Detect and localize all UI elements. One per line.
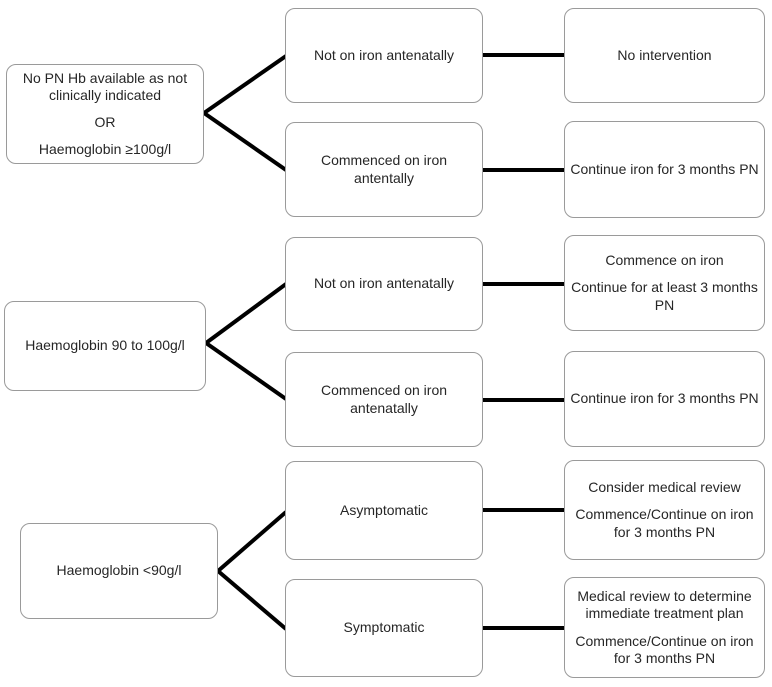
connector-line (202, 54, 288, 115)
node-branch-symptomatic: Symptomatic (285, 579, 483, 677)
connector-line (216, 569, 288, 631)
node-branch-not-on-iron-a: Not on iron antenatally (285, 8, 483, 103)
node-line: Commenced on iron antenatally (320, 382, 448, 416)
node-outcome-consider-review: Consider medical review Commence/Continu… (564, 460, 765, 560)
connector-line (204, 341, 288, 401)
node-line: Haemoglobin 90 to 100g/l (25, 337, 185, 354)
node-line: Commence/Continue on iron for 3 months P… (575, 632, 754, 666)
node-condition-hb-below-90: Haemoglobin <90g/l (20, 523, 218, 619)
node-outcome-no-intervention: No intervention (564, 8, 765, 103)
node-outcome-continue-iron-a: Continue iron for 3 months PN (564, 121, 765, 218)
node-branch-commenced-iron-a: Commenced on iron antentally (285, 122, 483, 217)
node-outcome-medical-review: Medical review to determine immediate tr… (564, 577, 765, 678)
node-line: No PN Hb available as not clinically ind… (22, 69, 188, 103)
node-branch-not-on-iron-b: Not on iron antenatally (285, 237, 483, 331)
node-line: Not on iron antenatally (313, 275, 455, 292)
connector-line (202, 111, 288, 172)
connector-line (216, 510, 288, 573)
node-line: Haemoglobin ≥100g/l (38, 141, 172, 158)
node-outcome-commence-continue: Commence on iron Continue for at least 3… (564, 235, 765, 331)
node-line: Commence/Continue on iron for 3 months P… (575, 506, 754, 540)
node-branch-asymptomatic: Asymptomatic (285, 461, 483, 560)
node-branch-commenced-iron-b: Commenced on iron antenatally (285, 352, 483, 447)
node-line: Continue iron for 3 months PN (570, 390, 759, 407)
node-line: Haemoglobin <90g/l (56, 562, 182, 579)
node-line: No intervention (617, 46, 712, 63)
node-line: Continue for at least 3 months PN (571, 279, 758, 313)
node-line: OR (94, 114, 116, 130)
node-line: Symptomatic (343, 619, 425, 636)
node-line: Continue iron for 3 months PN (570, 160, 759, 177)
node-condition-no-pn-hb: No PN Hb available as not clinically ind… (6, 64, 204, 164)
node-line: Commence on iron (605, 252, 724, 269)
node-line: Asymptomatic (340, 501, 428, 518)
node-outcome-continue-iron-b: Continue iron for 3 months PN (564, 351, 765, 447)
node-line: Commenced on iron antentally (320, 152, 448, 186)
node-line: Medical review to determine immediate tr… (577, 588, 752, 622)
node-condition-hb-90-100: Haemoglobin 90 to 100g/l (4, 301, 206, 391)
node-line: Not on iron antenatally (313, 46, 455, 63)
node-line: Consider medical review (588, 479, 741, 496)
connector-line (204, 282, 288, 345)
